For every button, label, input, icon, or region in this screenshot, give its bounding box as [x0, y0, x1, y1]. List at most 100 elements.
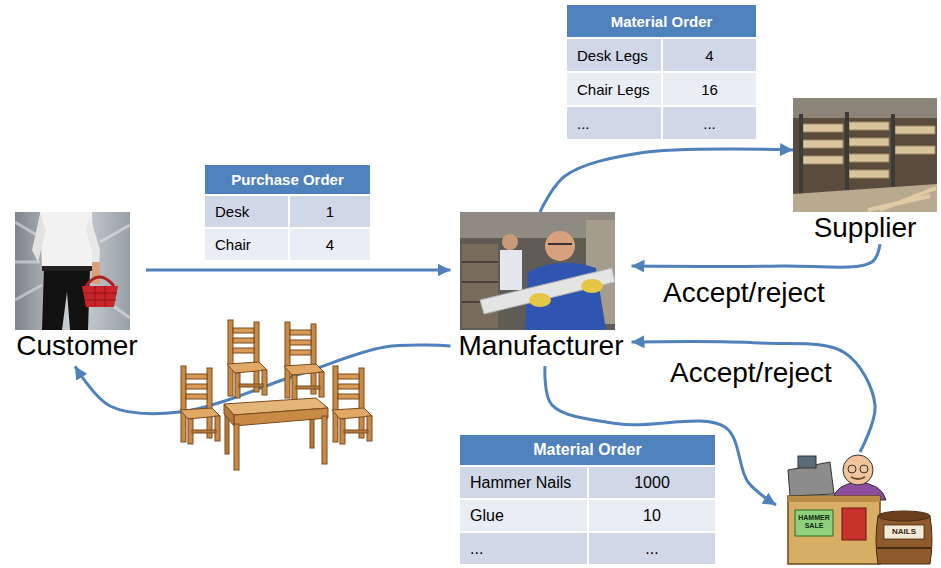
customer-photo-part [15, 212, 130, 330]
manufacturer-photo-part-part [462, 261, 498, 263]
customer-node: Customer [8, 212, 146, 366]
node-label: Supplier [814, 212, 917, 244]
shopkeeper-cartoon-part [795, 510, 833, 536]
flow-arrow [146, 269, 451, 272]
supplier-photo-part-part [803, 124, 843, 132]
table-cell: Glue [460, 500, 587, 531]
manufacturer-photo-part [545, 231, 575, 261]
supplier-photo-part-part [845, 112, 849, 192]
table-cell: Chair [205, 229, 288, 260]
shopkeeper-cartoon-part [877, 547, 931, 549]
customer-photo-part [42, 266, 94, 271]
node-label: Manufacturer [459, 330, 624, 362]
node-label: Customer [16, 330, 137, 362]
furniture-drawing-part [227, 320, 267, 398]
supplier-photo-part [793, 184, 937, 212]
customer-photo-part-part [100, 225, 130, 242]
customer-photo-part-part [105, 286, 106, 307]
furniture-drawing-part [180, 366, 220, 444]
manufacturer-photo-part [500, 250, 522, 290]
supplier-photo-part-part [895, 126, 935, 134]
furniture-drawing-part-part [234, 408, 328, 426]
manufacturer-photo-part [480, 268, 615, 314]
customer-photo-part-part [95, 286, 96, 307]
manufacturer-photo-part [548, 243, 572, 245]
customer-photo-part [92, 262, 100, 284]
furniture-drawing-part [284, 322, 324, 400]
manufacturer-photo-part [462, 262, 498, 302]
customer-photo-part-part [15, 261, 40, 264]
supplier-photo-part-part [891, 114, 895, 192]
table-cell: Chair Legs [567, 73, 661, 105]
supplier-photo-part-part [849, 122, 889, 130]
furniture-drawing-part-part [224, 404, 234, 426]
manufacturer-photo-part [529, 293, 551, 307]
manufacturer-photo-part-part [462, 281, 498, 283]
supplier-photo-part-part [849, 170, 889, 178]
furniture-drawing [180, 320, 372, 470]
table-cell: ... [460, 533, 587, 564]
table-header: Purchase Order [205, 165, 370, 194]
supplier-photo-part [793, 98, 937, 118]
supplier-photo-part [868, 188, 936, 210]
shopkeeper-cartoon-part [842, 508, 866, 540]
supplier-photo-part-part [803, 156, 843, 164]
shopkeeper-node: HAMMER SALENAILS [776, 452, 938, 565]
supplier-photo-part [803, 122, 935, 178]
edge-label: Accept/reject [667, 357, 835, 389]
shopkeeper-cartoon-part [788, 496, 880, 502]
table-cell: 10 [589, 500, 715, 531]
shopkeeper-cartoon-part [798, 456, 816, 468]
supplier-photo-part [799, 112, 895, 194]
customer-photo-part [42, 268, 90, 330]
table-cell: 16 [663, 73, 756, 105]
flow-arrow [632, 244, 881, 267]
supplier-photo-part-part [803, 140, 843, 148]
shopkeeper-cartoon-part [878, 511, 930, 521]
table-cell: 4 [663, 39, 756, 71]
table-cell: ... [589, 533, 715, 564]
customer-photo-part-part [15, 285, 42, 300]
shopkeeper-cartoon-part [788, 496, 880, 564]
shopkeeper-cartoon-part [876, 516, 932, 564]
furniture-drawing-part [332, 366, 372, 444]
table-cell: ... [663, 107, 756, 139]
table-cell: ... [567, 107, 661, 139]
supplier-photo-part-part [895, 146, 935, 154]
customer-photo [15, 212, 130, 330]
table-cell: Desk [205, 196, 288, 227]
table-cell: 1000 [589, 467, 715, 498]
supplier-photo-part-part [849, 154, 889, 162]
table-cell: 4 [290, 229, 370, 260]
table-header: Material Order [460, 435, 715, 465]
manufacturer-photo-part [462, 244, 498, 328]
table-cell: Desk Legs [567, 39, 661, 71]
manufacturer-photo [460, 212, 615, 330]
customer-photo-part-part [85, 300, 116, 301]
table-cell: 1 [290, 196, 370, 227]
customer-photo-part [86, 277, 114, 286]
flow-arrow [540, 149, 793, 212]
shopkeeper-cartoon-part [860, 465, 868, 473]
shopkeeper-cartoon-part [884, 525, 924, 539]
barrel-text: NAILS [884, 528, 924, 537]
customer-photo-part [32, 214, 46, 262]
shopkeeper-cartoon-part [843, 455, 873, 485]
customer-photo-part [40, 212, 94, 270]
manufacturer-node: Manufacturer [451, 212, 632, 366]
customer-photo-part [84, 286, 117, 307]
furniture-drawing-part-part [322, 416, 327, 464]
furniture-drawing-part [224, 398, 328, 470]
shopkeeper-cartoon-part [851, 477, 865, 479]
supplier-photo-part-part [799, 114, 803, 194]
manufacturer-photo-part [581, 279, 603, 293]
shopkeeper-cartoon [788, 455, 932, 564]
shopkeeper-cartoon-part [848, 465, 856, 473]
table-cell: Hammer Nails [460, 467, 587, 498]
furniture-drawing-part-part [234, 424, 239, 470]
supplier-node: Supplier [793, 98, 937, 244]
customer-photo-part [86, 216, 100, 266]
supplier-photo [793, 98, 937, 212]
table-header: Material Order [567, 5, 756, 37]
supplier-photo-part-part [849, 138, 889, 146]
